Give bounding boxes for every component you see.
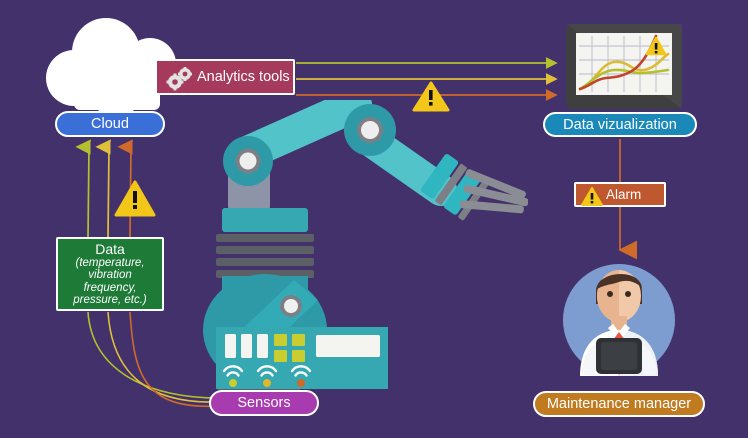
sensor-wires bbox=[87, 311, 219, 408]
warning-triangle-icon bbox=[581, 187, 603, 206]
warning-on-chart bbox=[645, 36, 667, 56]
node-label-maintenance-manager[interactable]: Maintenance manager bbox=[533, 391, 705, 417]
node-label-alarm[interactable]: Alarm bbox=[574, 182, 666, 207]
person-avatar-icon bbox=[556, 252, 682, 378]
node-label-data[interactable]: Data (temperature, vibration frequency, … bbox=[56, 237, 164, 311]
data-subtitle-line-2: vibration bbox=[88, 269, 132, 282]
data-to-cloud-arrows bbox=[75, 139, 133, 238]
control-panel bbox=[216, 327, 388, 389]
node-label-data-visualization[interactable]: Data vizualization bbox=[543, 112, 697, 137]
monitor-icon bbox=[566, 24, 682, 109]
dataviz-label-text: Data vizualization bbox=[563, 116, 677, 133]
node-label-cloud[interactable]: Cloud bbox=[55, 111, 165, 137]
wifi-icon-group bbox=[222, 365, 312, 377]
warning-triangle-icon-group bbox=[114, 81, 450, 217]
data-subtitle-line-4: pressure, etc.) bbox=[73, 293, 147, 306]
analytics-label-text: Analytics tools bbox=[197, 69, 290, 85]
cloud-label-text: Cloud bbox=[91, 116, 129, 132]
sensors-label-text: Sensors bbox=[237, 395, 291, 411]
data-subtitle-line-1: (temperature, bbox=[75, 256, 145, 269]
indicator-squares bbox=[274, 334, 305, 362]
warning-analytics-to-monitor bbox=[412, 81, 450, 112]
node-label-sensors[interactable]: Sensors bbox=[209, 390, 319, 416]
manager-label-text: Maintenance manager bbox=[546, 396, 692, 412]
node-label-analytics-tools[interactable]: Analytics tools bbox=[155, 59, 295, 95]
data-title-text: Data bbox=[95, 240, 125, 257]
warning-data-to-cloud bbox=[114, 180, 156, 217]
alarm-label-text: Alarm bbox=[606, 187, 642, 202]
data-subtitle-line-3: frequency, bbox=[83, 281, 137, 294]
gears-icon bbox=[165, 67, 195, 91]
